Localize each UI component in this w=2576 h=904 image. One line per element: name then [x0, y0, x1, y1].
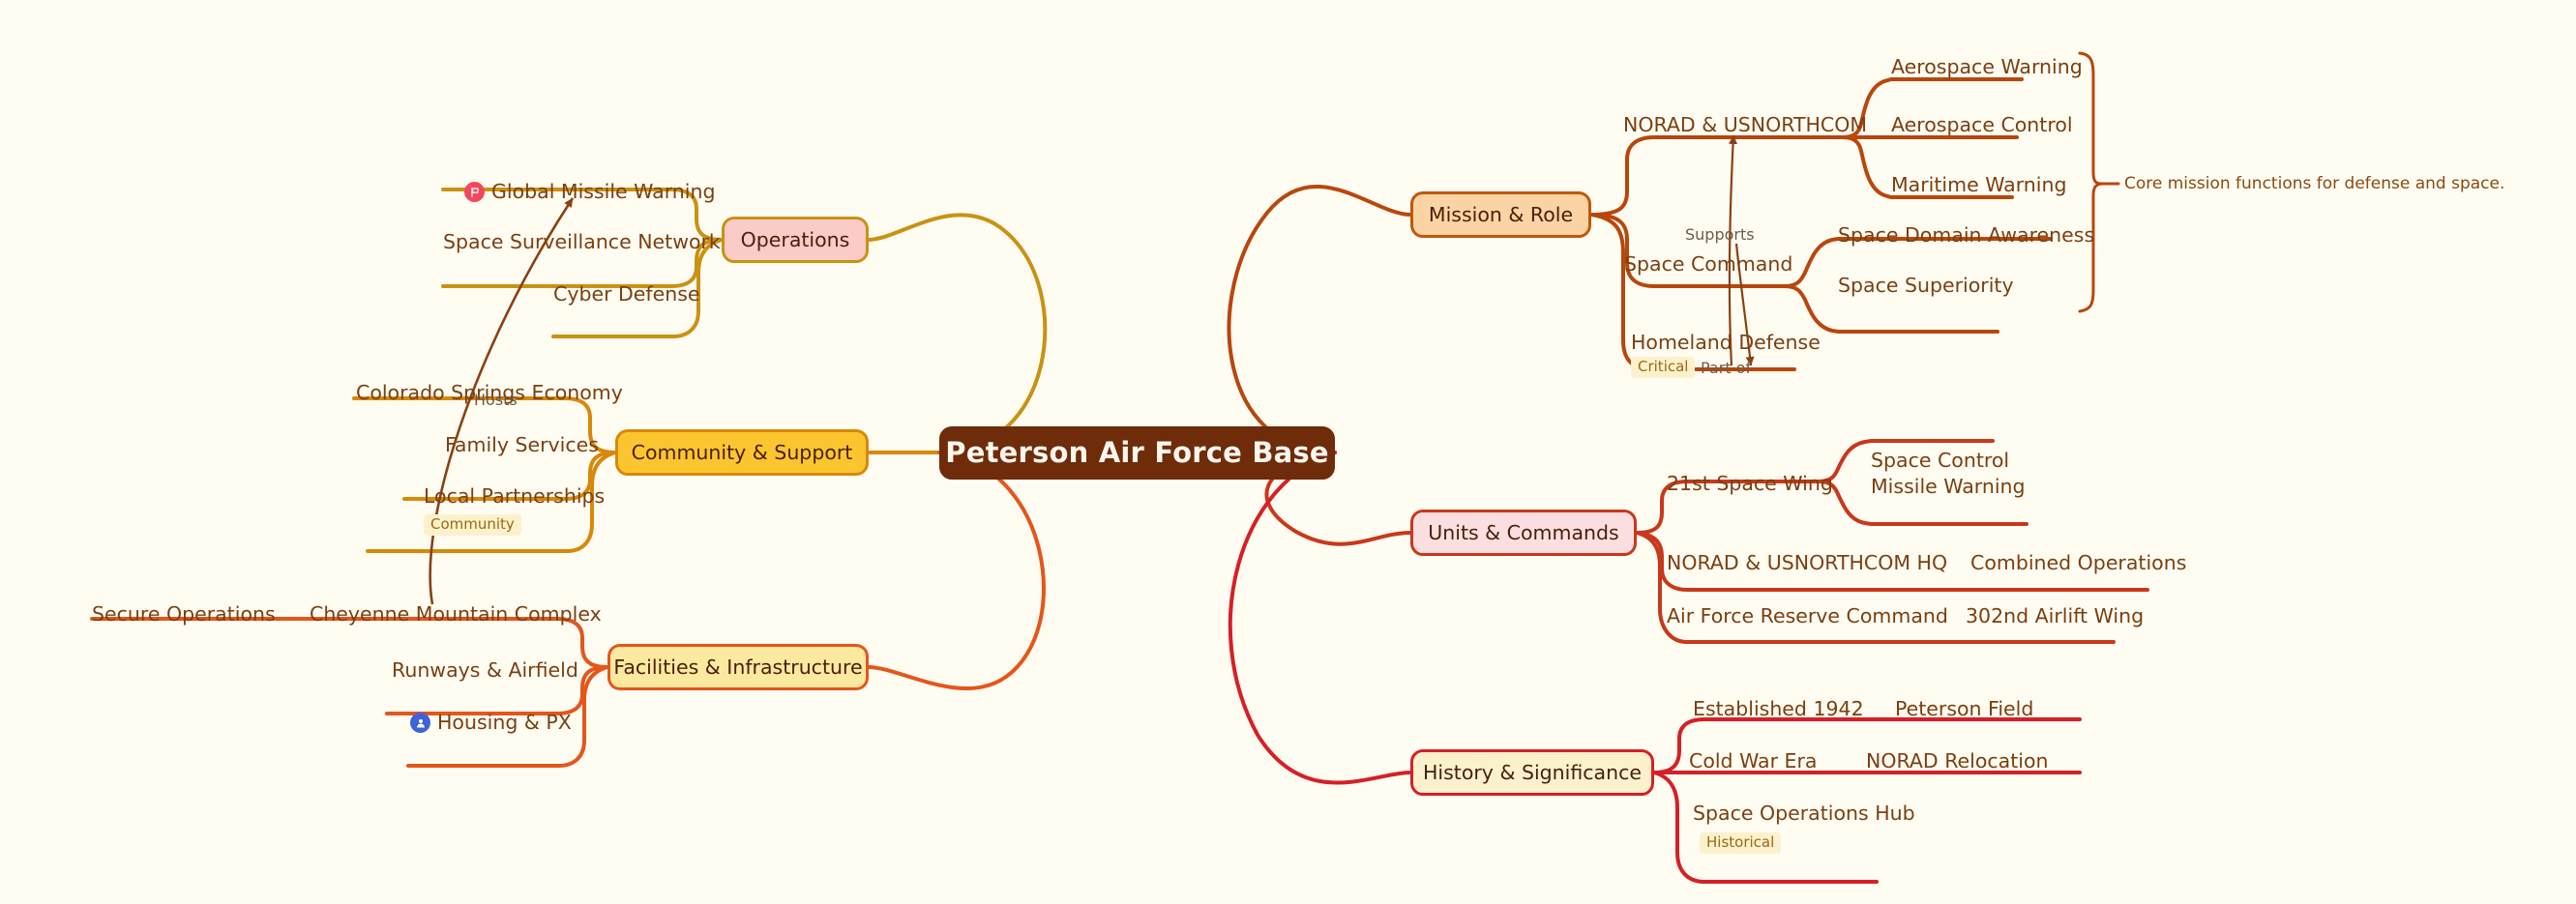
branch-node-community-support[interactable]: Community & Support [615, 429, 869, 476]
leaf-label: Space Domain Awareness [1838, 223, 2095, 247]
leaf-homeland-defense[interactable]: Homeland Defense [1631, 333, 1821, 353]
leaf-label: Space Control [1871, 449, 2010, 472]
leaf-secure-operations[interactable]: Secure Operations [92, 604, 276, 625]
leaf-space-command[interactable]: Space Command [1624, 254, 1792, 275]
leaf-21st-space-wing[interactable]: 21st Space Wing [1667, 474, 1833, 494]
leaf-label: 302nd Airlift Wing [1966, 604, 2145, 627]
leaf-combined-operations[interactable]: Combined Operations [1970, 553, 2186, 573]
branch-label-history-significance: History & Significance [1423, 760, 1642, 784]
leaf-global-missile-warning[interactable]: Global Missile Warning [464, 182, 715, 202]
leaf-label: Space Superiority [1838, 274, 2014, 297]
leaf-label: Secure Operations [92, 602, 276, 626]
badge-label: Community [430, 515, 515, 533]
leaf-maritime-warning[interactable]: Maritime Warning [1891, 175, 2067, 195]
person-icon [410, 713, 430, 733]
leaf-housing-px[interactable]: Housing & PX [410, 713, 572, 733]
cross-link-label-hosts: Hosts [474, 393, 518, 408]
cross-link-label-supports: Supports [1685, 227, 1755, 243]
leaf-label: Space Surveillance Network [443, 230, 721, 253]
leaf-label: Aerospace Warning [1891, 55, 2083, 78]
leaf-local-partnerships[interactable]: Local Partnerships [424, 486, 605, 507]
badge-label: Critical [1638, 358, 1689, 375]
leaf-peterson-field[interactable]: Peterson Field [1895, 699, 2033, 719]
branch-node-units-commands[interactable]: Units & Commands [1410, 510, 1637, 556]
leaf-label: Missile Warning [1871, 475, 2026, 498]
badge-community: Community [424, 514, 521, 536]
annotation-text: Core mission functions for defense and s… [2124, 174, 2505, 193]
leaf-missile-warning[interactable]: Missile Warning [1871, 477, 2026, 497]
leaf-label: Peterson Field [1895, 697, 2034, 720]
leaf-label: Air Force Reserve Command [1667, 604, 1948, 627]
leaf-label: Space Command [1624, 252, 1793, 276]
leaf-label: Cyber Defense [553, 282, 700, 306]
root-node[interactable]: Peterson Air Force Base [939, 426, 1335, 480]
leaf-established-1942[interactable]: Established 1942 [1693, 699, 1864, 719]
leaf-aerospace-warning[interactable]: Aerospace Warning [1891, 57, 2083, 77]
leaf-runways-airfield[interactable]: Runways & Airfield [392, 660, 578, 681]
leaf-label: Cold War Era [1689, 749, 1818, 773]
branch-node-operations[interactable]: Operations [722, 217, 869, 263]
leaf-label: Homeland Defense [1631, 331, 1821, 354]
leaf-label: Colorado Springs Economy [356, 381, 623, 404]
branch-label-operations: Operations [740, 227, 850, 251]
branch-node-facilities-infrastructure[interactable]: Facilities & Infrastructure [607, 644, 869, 690]
branch-label-mission-role: Mission & Role [1428, 202, 1574, 226]
leaf-family-services[interactable]: Family Services [445, 435, 599, 455]
leaf-aerospace-control[interactable]: Aerospace Control [1891, 115, 2073, 135]
edge-label-text: Supports [1685, 225, 1755, 244]
branch-label-units-commands: Units & Commands [1428, 520, 1619, 544]
leaf-label: Maritime Warning [1891, 173, 2067, 196]
leaf-label: Established 1942 [1693, 697, 1864, 720]
leaf-space-control[interactable]: Space Control [1871, 451, 2009, 471]
branch-label-facilities-infrastructure: Facilities & Infrastructure [613, 655, 863, 679]
leaf-label: Aerospace Control [1891, 113, 2073, 136]
leaf-label: Combined Operations [1970, 551, 2187, 574]
leaf-air-force-reserve-command[interactable]: Air Force Reserve Command [1667, 606, 1948, 627]
edge-label-text: Part of [1701, 359, 1752, 377]
leaf-space-surveillance-network[interactable]: Space Surveillance Network [443, 232, 721, 252]
leaf-cold-war-era[interactable]: Cold War Era [1689, 751, 1818, 772]
leaf-label: Family Services [445, 433, 599, 456]
leaf-label: Local Partnerships [424, 484, 606, 508]
leaf-label: Global Missile Warning [491, 180, 716, 204]
leaf-302nd-airlift-wing[interactable]: 302nd Airlift Wing [1966, 606, 2144, 627]
leaf-space-operations-hub[interactable]: Space Operations Hub [1693, 803, 1915, 824]
leaf-space-superiority[interactable]: Space Superiority [1838, 276, 2014, 296]
leaf-colorado-springs-economy[interactable]: Colorado Springs Economy [356, 383, 623, 403]
leaf-label: NORAD & USNORTHCOM [1623, 113, 1868, 136]
branch-label-community-support: Community & Support [631, 440, 853, 464]
leaf-label: Cheyenne Mountain Complex [310, 602, 602, 626]
leaf-norad-usnorthcom-hq[interactable]: NORAD & USNORTHCOM HQ [1667, 553, 1947, 573]
leaf-norad-usnorthcom[interactable]: NORAD & USNORTHCOM [1623, 115, 1867, 135]
badge-label: Historical [1706, 833, 1775, 851]
leaf-label: Housing & PX [437, 711, 572, 735]
leaf-cheyenne-mountain-complex[interactable]: Cheyenne Mountain Complex [310, 604, 602, 625]
brace-annotation-text: Core mission functions for defense and s… [2124, 176, 2504, 192]
cross-link-label-part-of: Part of [1701, 361, 1751, 376]
leaf-cyber-defense[interactable]: Cyber Defense [553, 284, 700, 305]
leaf-label: 21st Space Wing [1667, 472, 1833, 495]
root-node-label: Peterson Air Force Base [945, 436, 1329, 469]
edge-label-text: Hosts [474, 391, 518, 409]
branch-node-history-significance[interactable]: History & Significance [1410, 749, 1654, 796]
branch-node-mission-role[interactable]: Mission & Role [1410, 191, 1591, 238]
leaf-label: Space Operations Hub [1693, 802, 1915, 825]
leaf-space-domain-awareness[interactable]: Space Domain Awareness [1838, 225, 2094, 246]
flag-icon [464, 182, 485, 202]
badge-historical: Historical [1700, 832, 1782, 854]
badge-critical: Critical [1631, 357, 1696, 378]
leaf-label: NORAD & USNORTHCOM HQ [1667, 551, 1948, 574]
leaf-norad-relocation[interactable]: NORAD Relocation [1866, 751, 2048, 772]
leaf-label: NORAD Relocation [1866, 749, 2049, 773]
leaf-label: Runways & Airfield [392, 658, 578, 682]
